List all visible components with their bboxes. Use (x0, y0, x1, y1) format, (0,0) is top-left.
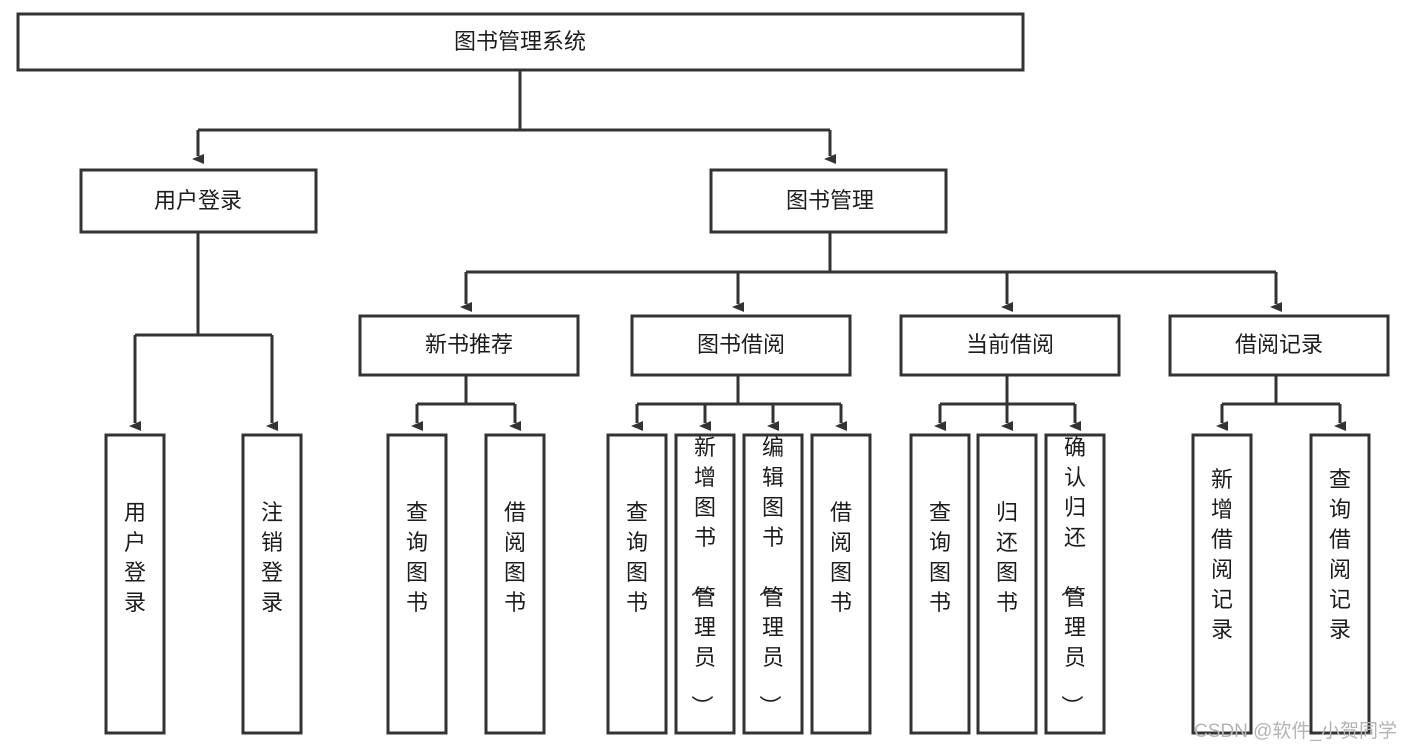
leaf-bb-borrow-book-box[interactable] (810, 433, 872, 735)
leaf-bb-edit-book-label: 编辑图书（管理员） (757, 435, 784, 717)
leaf-node[interactable]: 查询图书 (386, 433, 448, 735)
node-book-borrow[interactable]: 图书借阅 (630, 314, 852, 377)
node-borrow-records[interactable]: 借阅记录 (1168, 314, 1390, 377)
node-user-login-label: 用户登录 (154, 188, 242, 213)
leaf-node[interactable]: 新增图书（管理员） (674, 433, 736, 735)
node-root[interactable]: 图书管理系统 (16, 12, 1025, 72)
node-new-book-recommend-label: 新书推荐 (425, 332, 513, 357)
leaf-cb-query-book-label: 查询图书 (929, 500, 951, 615)
leaf-node[interactable]: 编辑图书（管理员） (742, 433, 804, 735)
leaf-node[interactable]: 归还图书 (976, 433, 1038, 735)
leaf-bb-query-book-box[interactable] (606, 433, 668, 735)
leaf-br-query-record-label: 查询借阅记录 (1329, 467, 1351, 642)
node-current-borrow-box[interactable] (899, 314, 1121, 377)
leaf-node[interactable]: 用户登录 (104, 433, 166, 735)
node-new-book-recommend-box[interactable] (358, 314, 580, 377)
node-user-login[interactable]: 用户登录 (79, 168, 318, 234)
leaf-cb-query-book-box[interactable] (909, 433, 971, 735)
leaf-bb-add-book-box[interactable] (674, 433, 736, 735)
leaf-node[interactable]: 确认归还（管理员） (1044, 433, 1106, 735)
node-book-manage[interactable]: 图书管理 (709, 168, 948, 234)
leaf-nb-borrow-book-label: 借阅图书 (504, 500, 526, 615)
leaf-bb-edit-book-box[interactable] (742, 433, 804, 735)
leaf-nb-query-book-label: 查询图书 (406, 500, 428, 615)
leaf-nb-query-book-box[interactable] (386, 433, 448, 735)
leaf-nb-borrow-book-box[interactable] (484, 433, 546, 735)
leaf-node[interactable]: 借阅图书 (810, 433, 872, 735)
leaf-cb-return-book-box[interactable] (976, 433, 1038, 735)
node-root-label: 图书管理系统 (454, 29, 586, 54)
leaf-logout-box[interactable] (241, 433, 303, 735)
leaf-br-query-record-box[interactable] (1309, 433, 1371, 735)
leaf-cb-confirm-return-box[interactable] (1044, 433, 1106, 735)
node-book-borrow-box[interactable] (630, 314, 852, 377)
leaf-node[interactable]: 查询图书 (909, 433, 971, 735)
leaf-node[interactable]: 新增借阅记录 (1191, 433, 1253, 735)
leaf-node[interactable]: 查询借阅记录 (1309, 433, 1371, 735)
leaf-logout-label: 注销登录 (261, 500, 283, 615)
node-book-manage-box[interactable] (709, 168, 948, 234)
node-borrow-records-box[interactable] (1168, 314, 1390, 377)
leaf-cb-return-book-label: 归还图书 (996, 500, 1018, 615)
leaf-bb-query-book-label: 查询图书 (626, 500, 648, 615)
node-current-borrow-label: 当前借阅 (966, 332, 1054, 357)
node-new-book-recommend[interactable]: 新书推荐 (358, 314, 580, 377)
node-current-borrow[interactable]: 当前借阅 (899, 314, 1121, 377)
leaf-user-login-label: 用户登录 (124, 500, 146, 615)
node-book-borrow-label: 图书借阅 (697, 332, 785, 357)
leaf-node[interactable]: 查询图书 (606, 433, 668, 735)
node-root-box[interactable] (16, 12, 1025, 72)
leaf-user-login-box[interactable] (104, 433, 166, 735)
node-book-manage-label: 图书管理 (786, 188, 874, 213)
leaf-br-add-record-label: 新增借阅记录 (1211, 467, 1233, 642)
connectors (129, 70, 1346, 431)
node-user-login-box[interactable] (79, 168, 318, 234)
leaf-br-add-record-box[interactable] (1191, 433, 1253, 735)
leaf-bb-borrow-book-label: 借阅图书 (830, 500, 852, 615)
leaf-node[interactable]: 注销登录 (241, 433, 303, 735)
csdn-watermark: CSDN @软件_小贺同学 (1194, 721, 1397, 742)
leaf-bb-add-book-label: 新增图书（管理员） (689, 435, 716, 717)
leaf-node[interactable]: 借阅图书 (484, 433, 546, 735)
node-borrow-records-label: 借阅记录 (1235, 332, 1323, 357)
leaf-cb-confirm-return-label: 确认归还（管理员） (1059, 435, 1086, 717)
